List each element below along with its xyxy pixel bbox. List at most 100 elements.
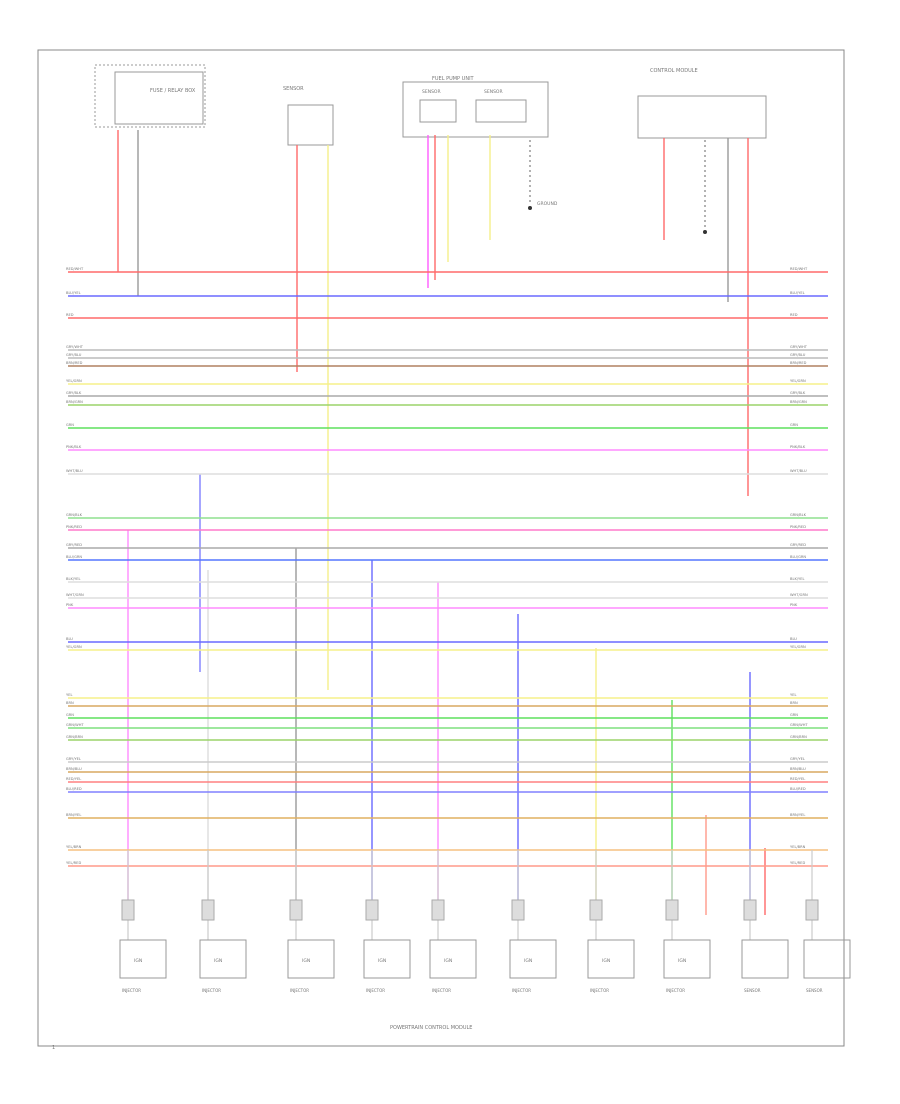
wire-label-right: BRN/RED [790,361,807,365]
bottom-component: IGN INJECTOR [587,850,635,993]
wire-label-left: WHT/BLU [66,469,83,473]
wire-label-right: YEL/BRN [790,845,806,849]
wire-label-right: RED/WHT [790,267,808,271]
ground-symbol: GROUND [528,140,707,234]
wire-label-right: GRY/YEL [790,757,805,761]
component-label: INJECTOR [366,988,385,993]
bottom-component: SENSOR [741,850,789,993]
wire-label-right: YEL [790,693,796,697]
component-label: INJECTOR [290,988,309,993]
wire-label-left: BRN/RED [66,361,83,365]
bottom-component: IGN INJECTOR [429,850,477,993]
component-tag: IGN [678,958,686,964]
fuel-level-sensor-label: SENSOR [422,89,441,95]
component-label: INJECTOR [432,988,451,993]
wire-label-left: BLU [66,637,73,641]
wire-label-left: BLK/YEL [66,577,81,581]
component-tag: IGN [524,958,532,964]
wire-label-left: PNK [66,603,74,607]
wire-label-left: BLU/GRN [66,555,82,559]
wire-label-right: GRN [790,423,798,427]
component-label: INJECTOR [122,988,141,993]
wire-label-right: BLK/YEL [790,577,805,581]
wire-label-right: GRY/WHT [790,345,808,349]
bottom-component: IGN INJECTOR [287,850,335,993]
wire-label-left: GRY/YEL [66,757,81,761]
wire-label-left: PNK/RED [66,525,82,529]
wire-label-left: YEL/BRN [66,845,82,849]
wire-label-right: GRN [790,713,798,717]
component-tag: IGN [378,958,386,964]
wire-label-left: YEL/GRN [66,379,82,383]
wire-label-left: PNK/BLK [66,445,82,449]
wire-label-left: BRN/YEL [66,813,81,817]
control-module-label: CONTROL MODULE [650,68,698,74]
wire-label-right: GRN/BLK [790,513,807,517]
wire-label-right: BLU/YEL [790,291,805,295]
component-label: INJECTOR [590,988,609,993]
wire-label-right: BLU/RED [790,787,806,791]
component-tag: IGN [134,958,142,964]
wire-label-right: PNK/RED [790,525,806,529]
wire-label-left: RED/WHT [66,267,84,271]
wire-label-right: GRN/BRN [790,735,807,739]
control-module: CONTROL MODULE [637,68,767,139]
wire-label-left: BRN/GRN [66,400,83,404]
wire-label-right: RED [790,313,798,317]
component-label: SENSOR [806,988,823,993]
wire-label-right: BLU/GRN [790,555,806,559]
wire-label-left: GRN [66,423,74,427]
wire-label-right: YEL/GRN [790,645,806,649]
wire-label-right: BRN/BLU [790,767,806,771]
wire-label-right: YEL/GRN [790,379,806,383]
component-tag: IGN [302,958,310,964]
component-tag: IGN [602,958,610,964]
bottom-component: IGN INJECTOR [119,850,167,993]
fuse-box: FUSE / RELAY BOX [94,64,206,128]
wire-label-left: GRN/BRN [66,735,83,739]
footer-label: POWERTRAIN CONTROL MODULE [390,1025,472,1031]
top-sensor-label: SENSOR [283,86,304,92]
wire-label-left: YEL/RED [66,861,81,865]
fuse-box-label: FUSE / RELAY BOX [150,88,196,94]
wire-label-left: GRN/WHT [66,723,84,727]
wire-label-left: GRY/BLU [66,353,82,357]
wire-label-left: GRN/BLK [66,513,83,517]
wire-label-right: BRN/YEL [790,813,805,817]
page-mark: 1 [52,1045,55,1051]
wire-label-right: WHT/BLU [790,469,807,473]
wire-label-left: GRN [66,713,74,717]
ground-label: GROUND [537,201,558,207]
wire-label-right: BRN [790,701,798,705]
wire-label-right: RED/YEL [790,777,805,781]
component-label: SENSOR [744,988,761,993]
wire-label-right: PNK/BLK [790,445,806,449]
wire-label-right: GRY/BLK [790,391,806,395]
pressure-sensor-label: SENSOR [484,89,503,95]
wire-label-right: GRY/RED [790,543,806,547]
wire-label-left: YEL [66,693,72,697]
wire-label-left: BLU/YEL [66,291,81,295]
wire-label-right: YEL/RED [790,861,805,865]
wire-label-left: GRY/RED [66,543,82,547]
fuel-pump-unit-label: FUEL PUMP UNIT [432,76,475,82]
component-tag: IGN [214,958,222,964]
component-tag: IGN [444,958,452,964]
wire-label-left: GRY/BLK [66,391,82,395]
bottom-components: IGN INJECTOR IGN INJECTOR IGN INJECTOR IGN INJE… [119,850,851,993]
wire-label-left: WHT/GRN [66,593,84,597]
wire-label-right: BLU [790,637,797,641]
wire-label-left: RED/YEL [66,777,81,781]
fuel-pump-unit: FUEL PUMP UNIT SENSOR SENSOR [402,76,549,138]
wire-label-right: GRN/WHT [790,723,808,727]
vertical-wires [117,130,766,915]
wire-label-left: GRY/WHT [66,345,84,349]
bottom-component: IGN INJECTOR [363,850,411,993]
top-sensor: SENSOR [283,86,334,146]
